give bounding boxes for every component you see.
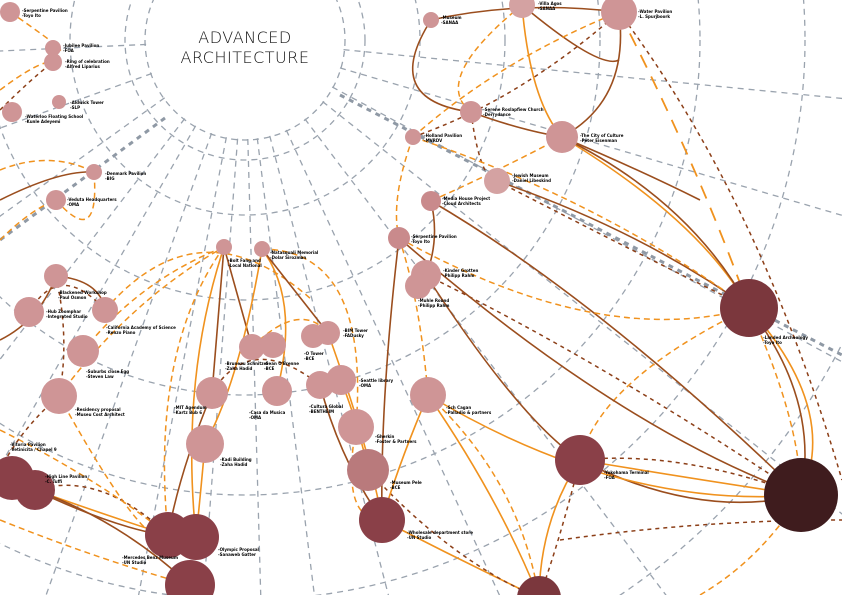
node-sch-cagan[interactable] [410, 377, 446, 413]
node-sean-obrenne[interactable] [260, 332, 286, 358]
node-olympic-proposal[interactable] [173, 514, 219, 560]
node-label: -Jewish Museum -Daniel Libeskind [512, 173, 551, 183]
node-label: -Kinder Grotten -Philipp Rahm [443, 268, 479, 278]
node-label: -Casa da Musica -OMA [249, 410, 286, 420]
node-label: -Jubilee Pavilion -FOA [63, 43, 100, 53]
node-city-of-culture[interactable] [546, 121, 578, 153]
title-line-2: ARCHITECTURE [180, 48, 310, 67]
node-label: -Blackened Workshop -Paul Osmon [58, 290, 107, 300]
node-label: -Denmark Pavilion -BIG [105, 171, 147, 181]
node-label: -Museum -SANAA [441, 15, 462, 25]
node-label: -Bolt Fang and -Local National [228, 258, 262, 268]
node-label: -Villa Agos -SANAA [538, 1, 562, 11]
node-label: -California Academy of Science -Renzo Pi… [106, 325, 176, 335]
node-bolt-fang[interactable] [216, 239, 232, 255]
node-wholesale-store[interactable] [359, 497, 405, 543]
node-serpentine-pavilion-1[interactable] [0, 2, 20, 22]
node-aldwick-tower[interactable] [52, 95, 66, 109]
node-label: -Serpentine Pavilion -Toyo Ito [411, 234, 457, 244]
node-veduta-headquarters[interactable] [46, 190, 66, 210]
node-label: -Muhle Round -Philipp Rahm [418, 298, 450, 308]
node-label: -Media House Project -Cloud Architects [442, 196, 491, 206]
node-largest-hub[interactable] [764, 458, 838, 532]
node-label: -Mercedes Benz Museum -UN Studio [122, 555, 179, 565]
node-label: -Gherkin -Foster & Partners [375, 434, 417, 444]
node-label: -Holland Pavilion -MVRDV [424, 133, 463, 143]
node-media-house[interactable] [421, 191, 441, 211]
node-label: -Sean O'Brenne -BCE [264, 361, 299, 371]
node-gherkin[interactable] [338, 409, 374, 445]
node-label: -Yokohama Terminal -FOA [604, 470, 649, 480]
node-label: -Kadi Building -Zaha Hadid [220, 457, 252, 467]
node-memorial[interactable] [254, 241, 270, 257]
node-waterloo-floating-school[interactable] [2, 102, 22, 122]
node-label: -O Tower -BCE [304, 351, 324, 361]
node-label: -Serpentine Pavilion -Toyo Ito [22, 8, 68, 18]
node-denmark-pavilion[interactable] [86, 164, 102, 180]
node-kadi-building[interactable] [186, 425, 224, 463]
node-jubilee-pavilion[interactable] [45, 40, 61, 56]
node-label: -Sch Cagan -Palladio & partners [446, 405, 492, 415]
node-label: -Museum Pele -BCE [390, 480, 422, 490]
node-landed-archeology[interactable] [720, 279, 778, 337]
node-california-academy[interactable] [92, 297, 118, 323]
diagram-title: ADVANCED ARCHITECTURE [150, 28, 340, 68]
node-seattle-library[interactable] [326, 365, 356, 395]
node-label: -Water Pavilion -L. Spurjboork [638, 9, 673, 19]
node-hub-zoomphar[interactable] [14, 297, 44, 327]
node-label: -Suburbs close Egg -Steven Law [86, 369, 130, 379]
node-label: -Ring of celebration -Alfred Liparius [65, 59, 110, 69]
node-bruneau[interactable] [239, 334, 265, 360]
node-label: -Hub Zoomphar -Integrated Studio [46, 309, 88, 319]
node-blackened-workshop[interactable] [44, 264, 68, 288]
node-bottom-center[interactable] [517, 576, 561, 595]
node-label: -Residency proposal -Museu Cost Architec… [75, 407, 125, 417]
node-label: -Bruneau Schnitzer -Zaha Hadid [225, 361, 269, 371]
node-label: -Waterloo Floating School -Kunle Adeyemi [25, 114, 84, 124]
node-label: -Aldwick Tower -SLP [70, 100, 104, 110]
node-label: -Veduta Headquarters -OMA [67, 197, 117, 207]
title-line-1: ADVANCED [198, 28, 292, 47]
node-bim-tower[interactable] [316, 321, 340, 345]
node-label: -Cultura Global -BENTHEIM [309, 404, 343, 414]
node-label: -MIT Agendum -Kartz Bub 6 [174, 405, 207, 415]
node-jewish-museum[interactable] [484, 168, 510, 194]
node-villa-agos[interactable] [509, 0, 535, 18]
node-label: -Natasquali Memorial -Dolar Sirozman [270, 250, 319, 260]
node-muhle-round[interactable] [405, 273, 431, 299]
node-church[interactable] [460, 101, 482, 123]
node-museum-sanaa[interactable] [423, 12, 439, 28]
node-holland-pavilion[interactable] [405, 129, 421, 145]
node-label: -Wholesale department store -UN Studio [407, 530, 473, 540]
node-mit-agendum[interactable] [196, 377, 228, 409]
node-label: -High Line Pavilion -C. Tuffi [45, 474, 88, 484]
node-label: -Olympic Proposal -Sanaweb Gatter [218, 547, 259, 557]
node-museum-pele[interactable] [347, 449, 389, 491]
node-water-pavilion[interactable] [601, 0, 637, 30]
node-label: -The City of Culture -Peter Eisenman [580, 133, 624, 143]
node-residency-proposal[interactable] [41, 378, 77, 414]
node-label: -Vitoria Pavilion -Vetinicita / Chapel 9 [10, 442, 57, 452]
node-label: -Landed Archeology -Toyo Ito [763, 335, 808, 345]
node-high-line-pavilion[interactable] [15, 470, 55, 510]
title-circle [147, 0, 343, 138]
node-bottom-left[interactable] [165, 560, 215, 595]
node-suburbs-egg[interactable] [67, 335, 99, 367]
node-label: -Serene Roslapfiew Church -Derrydance [483, 107, 544, 117]
node-serpentine-pavilion-2[interactable] [388, 227, 410, 249]
node-ring-of-celebration[interactable] [44, 53, 62, 71]
node-label: -Seattle library -OMA [359, 378, 394, 388]
node-casa-da-musica[interactable] [262, 376, 292, 406]
node-yokohama-terminal[interactable] [555, 435, 605, 485]
node-label: -BIM Tower -FADusky [343, 328, 368, 338]
